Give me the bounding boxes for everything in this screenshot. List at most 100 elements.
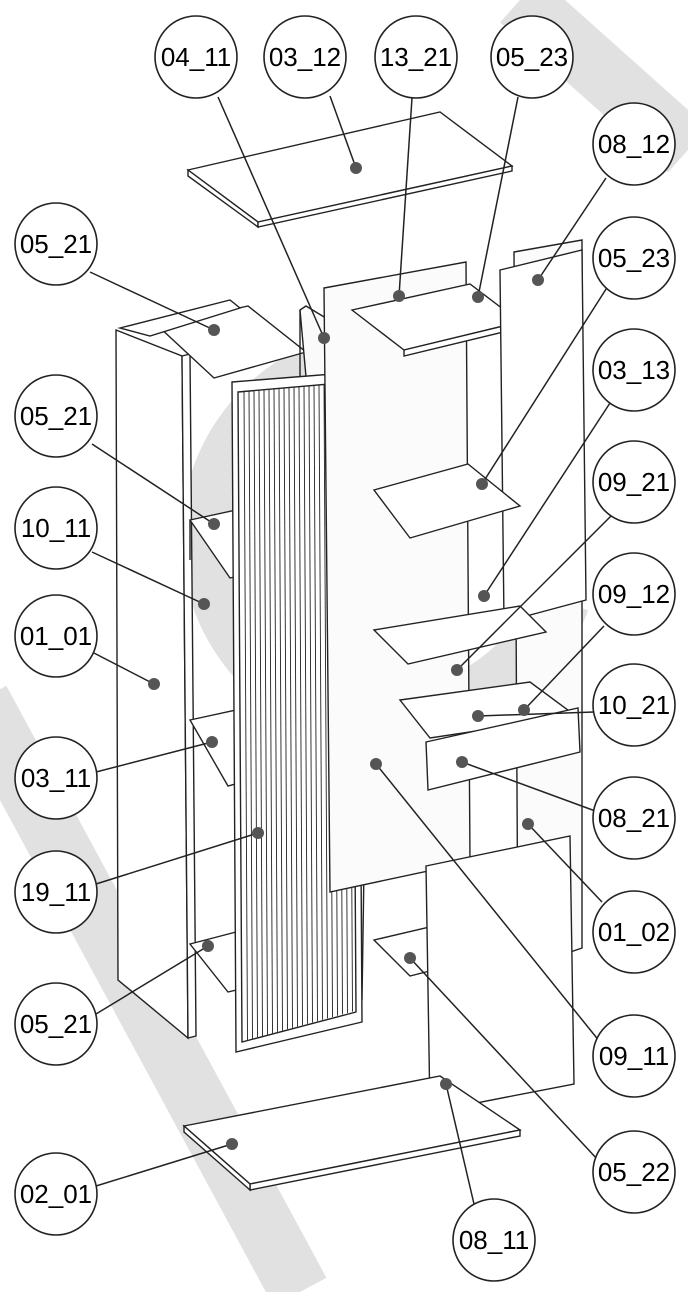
callout-05-21-a: 05_21: [14, 202, 98, 286]
leader-dot: [404, 952, 416, 964]
callout-08-12: 08_12: [592, 102, 676, 186]
callout-04-11-top: 04_11: [154, 15, 238, 99]
leader-dot: [451, 664, 463, 676]
door-slat: [258, 390, 263, 1036]
leader-line: [461, 761, 599, 813]
callout-01-02: 01_02: [592, 890, 676, 974]
callout-05-23-right: 05_23: [592, 216, 676, 300]
callout-label: 08_11: [459, 1225, 529, 1255]
door-slat: [278, 388, 283, 1031]
callout-label: 05_23: [598, 243, 670, 273]
leader-line: [477, 96, 519, 298]
leader-dot: [350, 162, 362, 174]
leader-dot: [518, 704, 530, 716]
callout-05-21-b: 05_21: [14, 374, 98, 458]
door-slat: [268, 389, 273, 1034]
leader-dot: [226, 1138, 238, 1150]
leader-dot: [476, 478, 488, 490]
callout-label: 05_22: [598, 1157, 670, 1187]
callout-13-21-top: 13_21: [374, 15, 458, 99]
door-slat: [323, 384, 328, 1019]
leader-lines: [89, 95, 613, 1205]
callout-label: 10_21: [598, 690, 670, 720]
door-slat: [318, 385, 323, 1020]
leader-dot: [478, 590, 490, 602]
callout-label: 02_01: [20, 1179, 92, 1209]
callout-label: 09_11: [599, 1041, 669, 1071]
door-slat: [273, 389, 278, 1032]
leader-dot: [148, 678, 160, 690]
callout-08-11: 08_11: [452, 1198, 536, 1282]
callout-03-13: 03_13: [592, 328, 676, 412]
door-slat: [308, 386, 313, 1023]
callout-label: 04_11: [161, 42, 231, 72]
callout-03-12-top: 03_12: [263, 15, 347, 99]
door-slat: [303, 386, 308, 1024]
callout-08-21: 08_21: [592, 776, 676, 860]
callout-label: 08_12: [598, 129, 670, 159]
leader-line: [95, 1143, 233, 1187]
leader-dot: [440, 1078, 452, 1090]
callout-label: 05_21: [20, 229, 92, 259]
leader-line: [537, 177, 607, 281]
callout-label: 13_21: [380, 42, 452, 72]
leader-dot: [472, 291, 484, 303]
leader-dot: [208, 324, 220, 336]
leader-line: [329, 95, 357, 169]
callout-label: 03_12: [269, 42, 341, 72]
callout-10-11: 10_11: [14, 486, 98, 570]
leader-dot: [370, 758, 382, 770]
leader-dot: [252, 827, 264, 839]
leader-line: [217, 96, 325, 339]
callout-10-21: 10_21: [592, 663, 676, 747]
leader-line: [95, 832, 259, 885]
leader-line: [95, 741, 213, 773]
leader-dot: [532, 274, 544, 286]
door-slat: [288, 387, 293, 1028]
leader-line: [523, 625, 605, 711]
leader-dot: [393, 290, 405, 302]
leader-dot: [522, 818, 534, 830]
door-slat: [253, 391, 258, 1038]
leader-line: [456, 514, 613, 671]
door-slat: [263, 390, 268, 1035]
callout-balloons: 04_11 03_12 13_21 05_23 08_12 05_23 03_1…: [14, 15, 676, 1282]
leader-line: [91, 551, 205, 605]
callout-label: 01_02: [598, 917, 670, 947]
door-slats: [243, 382, 353, 1041]
callout-label: 09_21: [598, 467, 670, 497]
leader-dots: [148, 162, 544, 1150]
callout-01-01: 01_01: [14, 594, 98, 678]
right-cabinet-drawing: [323, 239, 587, 1113]
leader-line: [89, 271, 215, 331]
callout-label: 10_11: [21, 513, 91, 543]
leader-dot: [472, 710, 484, 722]
callout-05-22: 05_22: [592, 1130, 676, 1214]
leader-line: [398, 97, 413, 297]
callout-label: 09_12: [598, 579, 670, 609]
door-slat: [243, 391, 248, 1041]
callout-label: 05_21: [20, 1009, 92, 1039]
top-panel-drawing: [186, 111, 514, 229]
leader-dot: [456, 756, 468, 768]
callout-label: 05_23: [496, 42, 568, 72]
callout-02-01: 02_01: [14, 1152, 98, 1236]
callout-label: 08_21: [598, 803, 670, 833]
callout-label: 03_13: [598, 355, 670, 385]
leader-line: [375, 763, 601, 1043]
callout-05-21-c: 05_21: [14, 982, 98, 1066]
door-slat: [298, 387, 303, 1026]
door-slat: [313, 385, 318, 1022]
base-panel-drawing: [182, 1075, 522, 1192]
leader-line: [445, 1083, 475, 1205]
leader-dot: [198, 598, 210, 610]
leader-dot: [208, 518, 220, 530]
callout-label: 01_01: [20, 621, 92, 651]
door-slat: [283, 388, 288, 1030]
leader-line: [91, 443, 215, 525]
leader-line: [483, 402, 611, 597]
callout-19-11: 19_11: [14, 850, 98, 934]
leader-line: [91, 651, 155, 685]
